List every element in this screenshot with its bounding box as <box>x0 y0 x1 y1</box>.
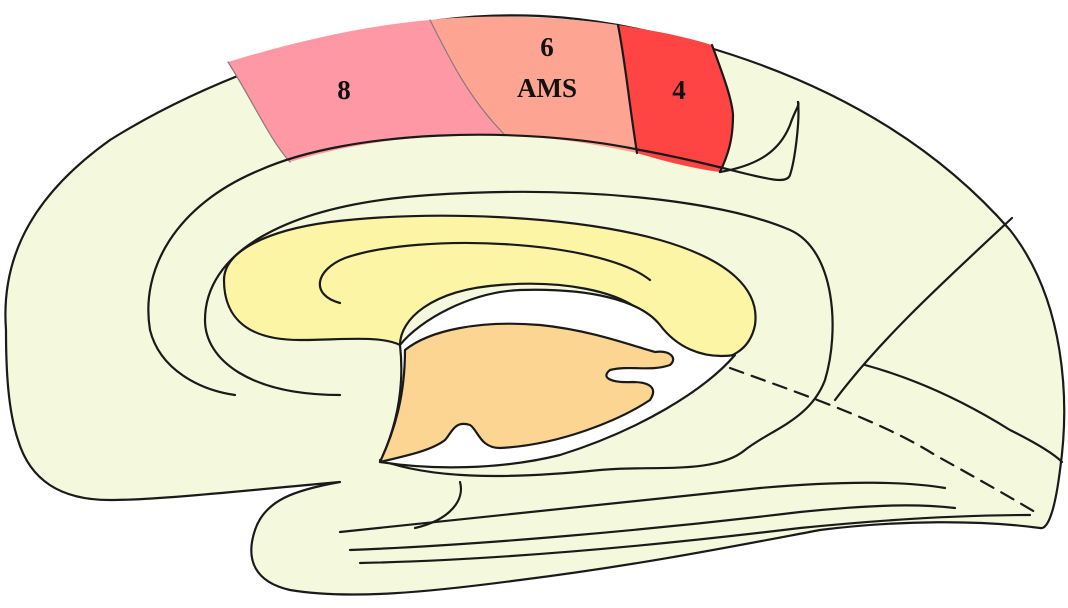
area-8-label: 8 <box>337 75 351 105</box>
area-ams-label: AMS <box>517 73 577 103</box>
area-4-label: 4 <box>672 75 686 105</box>
area-6-label: 6 <box>540 32 554 62</box>
